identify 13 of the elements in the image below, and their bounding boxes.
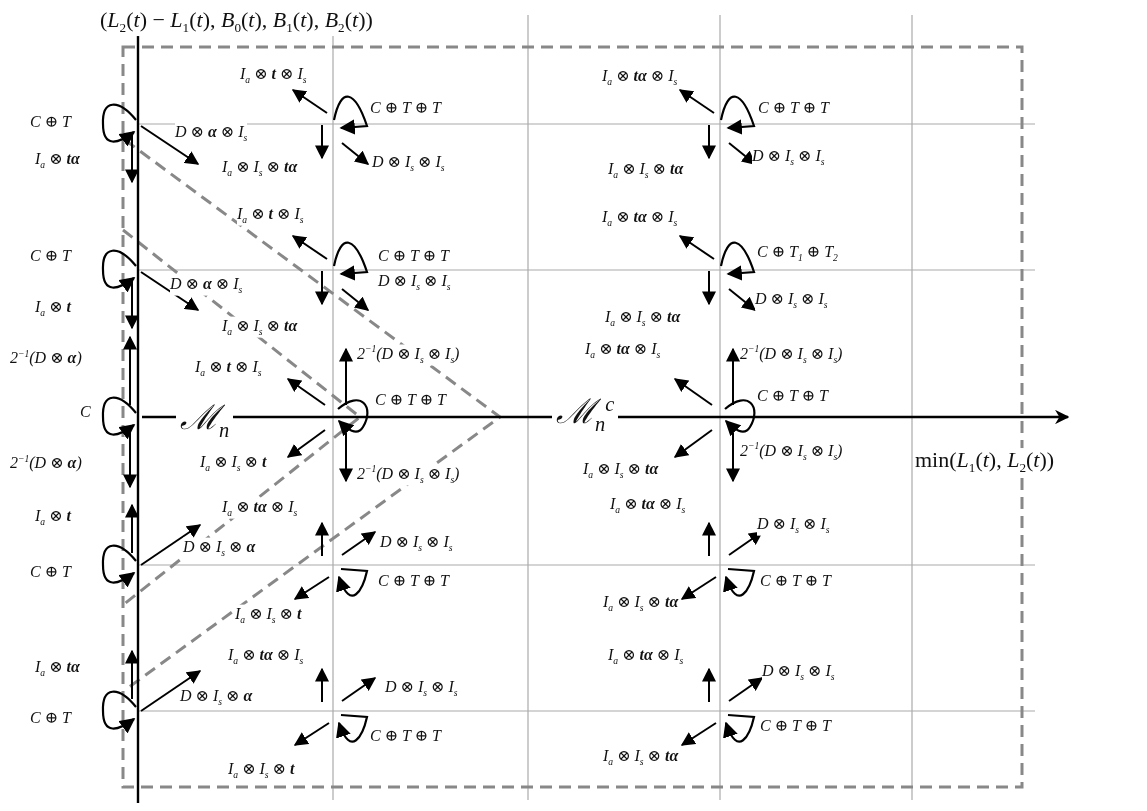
formula-label: I$_{a}$ ⊗ tα ⊗ I$_{s}$ [222,497,298,519]
formula-label: I$_{a}$ ⊗ I$_{s}$ ⊗ t [235,604,302,626]
formula-label: 2$^{−1}$(D ⊗ α) [10,454,82,472]
formula-label: 2$^{−1}$(D ⊗ I$_{s}$ ⊗ I$_{s}$) [740,441,843,463]
formula-label: 2$^{−1}$(D ⊗ I$_{s}$ ⊗ I$_{s}$) [740,344,843,366]
formula-label: D ⊗ α ⊗ I$_{s}$ [170,274,243,296]
formula-label: D ⊗ α ⊗ I$_{s}$ [175,122,248,144]
formula-label: 2$^{−1}$(D ⊗ I$_{s}$ ⊗ I$_{s}$) [357,344,460,366]
formula-label: I$_{a}$ ⊗ I$_{s}$ ⊗ tα [222,316,298,338]
formula-label: D ⊗ I$_{s}$ ⊗ α [183,537,256,559]
formula-label: 2$^{−1}$(D ⊗ I$_{s}$ ⊗ I$_{s}$) [357,464,460,486]
axis-label: (L$_{2}$(t) − L$_{1}$(t), B$_{0}$(t), B$_{1}$(t), B$_{2}$(t)) [100,8,373,36]
formula-label: 2$^{−1}$(D ⊗ α) [10,349,82,367]
